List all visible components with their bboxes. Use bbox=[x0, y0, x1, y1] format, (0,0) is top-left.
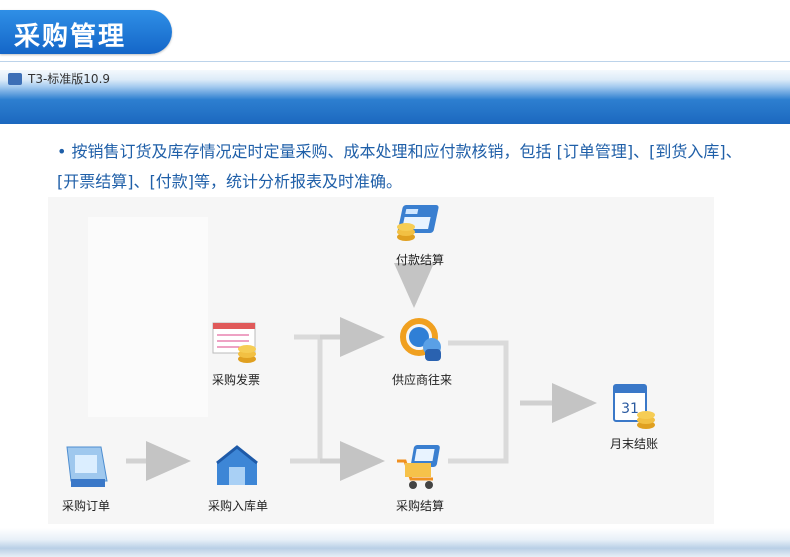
node-receipt-label: 采购入库单 bbox=[207, 499, 268, 513]
window-bottom-bar bbox=[0, 528, 790, 557]
section-title-banner: 采购管理 bbox=[0, 10, 172, 54]
title-divider bbox=[0, 61, 790, 62]
app-icon bbox=[8, 73, 22, 85]
calendar-day: 31 bbox=[621, 401, 639, 417]
node-receipt[interactable]: 采购入库单 bbox=[208, 441, 268, 513]
warehouse-receipt-icon bbox=[216, 445, 258, 485]
section-title: 采购管理 bbox=[14, 22, 127, 52]
invoice-coins-icon bbox=[212, 322, 256, 363]
node-payment[interactable]: 付款结算 bbox=[390, 201, 450, 267]
flow-connectors bbox=[126, 263, 597, 481]
calendar-coins-icon: 31 bbox=[613, 384, 655, 429]
description: • 按销售订货及库存情况定时定量采购、成本处理和应付款核销，包括 [订单管理]、… bbox=[57, 137, 747, 197]
trunk-supplier-settlement bbox=[448, 340, 509, 464]
trunk-invoice-receipt bbox=[290, 334, 323, 464]
window-title: T3-标准版10.9 bbox=[28, 72, 111, 86]
node-settlement[interactable]: 采购结算 bbox=[390, 441, 450, 513]
cart-calculator-icon bbox=[397, 445, 440, 489]
node-monthend-label: 月末结账 bbox=[609, 437, 658, 451]
node-monthend[interactable]: 31 月末结账 bbox=[604, 377, 664, 451]
window-titlebar: T3-标准版10.9 bbox=[0, 70, 790, 124]
node-order[interactable]: 采购订单 bbox=[56, 441, 116, 513]
node-invoice-label: 采购发票 bbox=[211, 373, 260, 387]
purchase-flow-diagram: 付款结算 采购发票 供应商往来 31 bbox=[48, 197, 714, 524]
diagram-backdrop bbox=[88, 217, 208, 417]
node-supplier[interactable]: 供应商往来 bbox=[392, 315, 452, 387]
bullet: • bbox=[57, 142, 67, 161]
purchase-order-icon bbox=[66, 446, 108, 487]
calculator-coins-icon bbox=[397, 205, 439, 241]
node-supplier-label: 供应商往来 bbox=[391, 373, 452, 387]
supplier-exchange-icon bbox=[400, 318, 441, 361]
node-payment-label: 付款结算 bbox=[395, 253, 444, 267]
node-settlement-label: 采购结算 bbox=[395, 499, 444, 513]
node-invoice[interactable]: 采购发票 bbox=[206, 315, 266, 387]
node-order-label: 采购订单 bbox=[61, 499, 110, 513]
description-text: 按销售订货及库存情况定时定量采购、成本处理和应付款核销，包括 [订单管理]、[到… bbox=[57, 142, 742, 191]
